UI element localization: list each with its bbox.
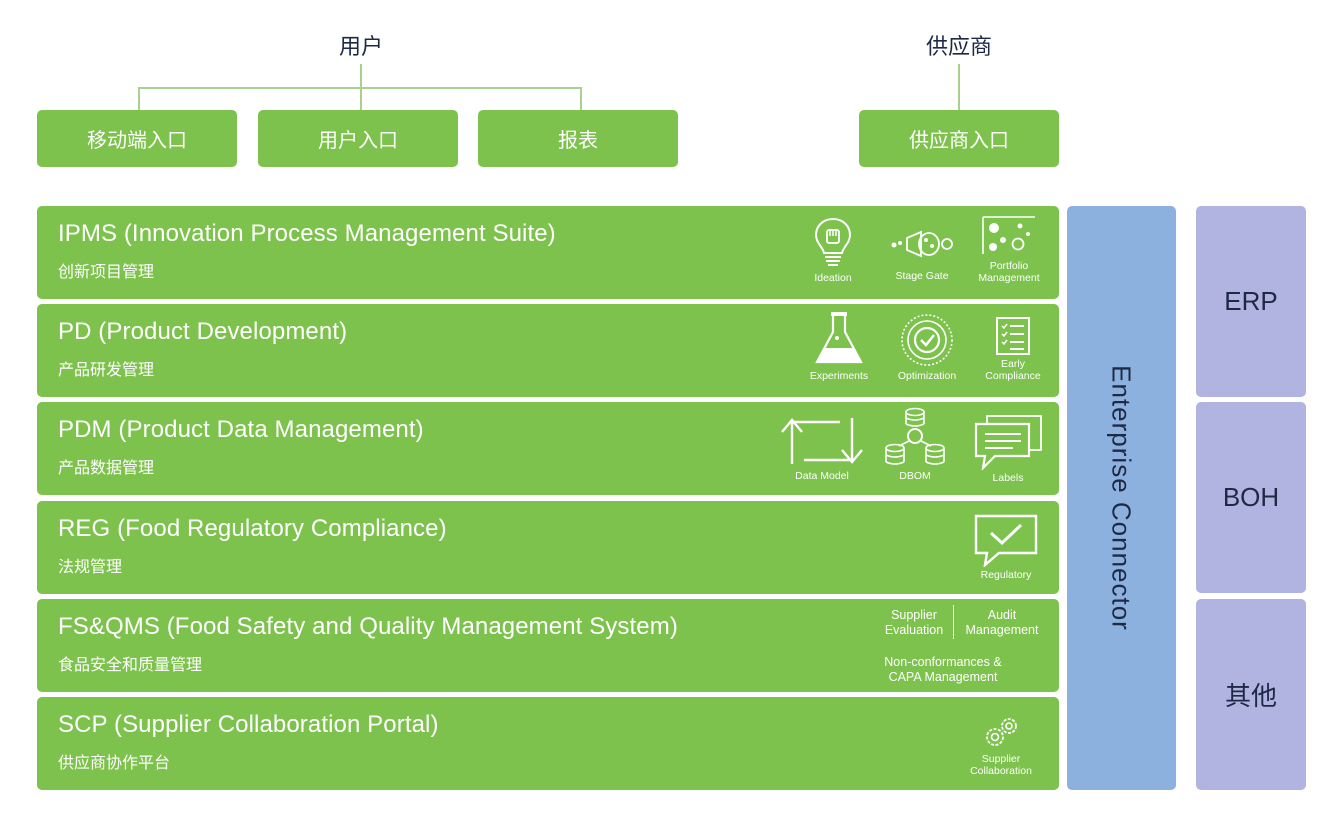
feature-audit-management: Audit Management bbox=[965, 608, 1039, 637]
module-subtitle: 供应商协作平台 bbox=[58, 755, 171, 772]
module-title: SCP (Supplier Collaboration Portal) bbox=[58, 711, 439, 738]
feature-divider bbox=[953, 605, 954, 639]
feature-ideation: Ideation bbox=[793, 216, 873, 284]
module-fsqms[interactable]: FS&QMS (Food Safety and Quality Manageme… bbox=[37, 599, 1059, 692]
target-check-icon bbox=[901, 314, 953, 366]
module-ipms[interactable]: IPMS (Innovation Process Management Suit… bbox=[37, 206, 1059, 299]
feature-supplier-collaboration: Supplier Collaboration bbox=[961, 715, 1041, 777]
feature-label: Stage Gate bbox=[895, 270, 949, 282]
speech-bubble-check-icon bbox=[974, 514, 1038, 567]
user-group-title: 用户 bbox=[338, 34, 383, 59]
module-reg[interactable]: REG (Food Regulatory Compliance) 法规管理 Re… bbox=[37, 501, 1059, 594]
database-stack-icon bbox=[885, 407, 945, 465]
checklist-icon bbox=[996, 317, 1030, 355]
feature-labels: Labels bbox=[968, 414, 1048, 484]
enterprise-connector[interactable]: Enterprise Connector bbox=[1067, 206, 1176, 790]
feature-label: Labels bbox=[992, 472, 1024, 484]
user-tree-leg-user bbox=[360, 87, 362, 110]
module-pd[interactable]: PD (Product Development) 产品研发管理 Experime… bbox=[37, 304, 1059, 397]
feature-stage-gate: Stage Gate bbox=[882, 224, 962, 282]
system-other[interactable]: 其他 bbox=[1196, 599, 1306, 790]
user-tree-leg-mobile bbox=[138, 87, 140, 110]
user-tree-stem bbox=[360, 64, 362, 88]
feature-label: Portfolio Management bbox=[978, 260, 1040, 284]
module-subtitle: 产品数据管理 bbox=[58, 460, 155, 477]
module-title: PD (Product Development) bbox=[58, 318, 348, 345]
portfolio-dots-icon bbox=[982, 216, 1035, 254]
connector-label: Enterprise Connector bbox=[1106, 365, 1137, 631]
feature-label: Ideation bbox=[814, 272, 852, 284]
stage-gate-icon bbox=[891, 230, 953, 258]
entry-user-button[interactable]: 用户入口 bbox=[258, 110, 458, 167]
module-scp[interactable]: SCP (Supplier Collaboration Portal) 供应商协… bbox=[37, 697, 1059, 790]
feature-label: DBOM bbox=[899, 470, 931, 482]
entry-supplier-button[interactable]: 供应商入口 bbox=[859, 110, 1059, 167]
module-subtitle: 产品研发管理 bbox=[58, 362, 155, 379]
feature-label: Optimization bbox=[897, 370, 957, 382]
feature-label: Data Model bbox=[795, 470, 849, 482]
system-erp[interactable]: ERP bbox=[1196, 206, 1306, 397]
module-title: PDM (Product Data Management) bbox=[58, 416, 424, 443]
lightbulb-fist-icon bbox=[814, 217, 852, 266]
feature-label: Early Compliance bbox=[985, 358, 1041, 382]
feature-portfolio: Portfolio Management bbox=[969, 214, 1049, 284]
entry-report-button[interactable]: 报表 bbox=[478, 110, 678, 167]
feature-label: Supplier Collaboration bbox=[970, 753, 1032, 777]
module-subtitle: 法规管理 bbox=[58, 559, 123, 576]
module-title: FS&QMS (Food Safety and Quality Manageme… bbox=[58, 613, 678, 640]
supplier-group-title: 供应商 bbox=[925, 34, 992, 59]
feature-early-compliance: Early Compliance bbox=[973, 316, 1053, 382]
cycle-arrows-icon bbox=[781, 418, 863, 464]
module-pdm[interactable]: PDM (Product Data Management) 产品数据管理 Dat… bbox=[37, 402, 1059, 495]
feature-label: Regulatory bbox=[980, 569, 1032, 581]
feature-optimization: Optimization bbox=[887, 312, 967, 382]
module-title: REG (Food Regulatory Compliance) bbox=[58, 515, 447, 542]
feature-supplier-evaluation: Supplier Evaluation bbox=[884, 608, 944, 637]
feature-data-model: Data Model bbox=[781, 414, 863, 482]
module-title: IPMS (Innovation Process Management Suit… bbox=[58, 220, 556, 247]
feature-experiments: Experiments bbox=[799, 310, 879, 382]
feature-label: Experiments bbox=[809, 370, 869, 382]
gears-icon bbox=[986, 718, 1017, 746]
feature-dbom: DBOM bbox=[875, 406, 955, 482]
module-subtitle: 食品安全和质量管理 bbox=[58, 657, 203, 674]
entry-mobile-button[interactable]: 移动端入口 bbox=[37, 110, 237, 167]
feature-regulatory: Regulatory bbox=[966, 513, 1046, 581]
user-tree-leg-report bbox=[580, 87, 582, 110]
module-subtitle: 创新项目管理 bbox=[58, 264, 155, 281]
system-boh[interactable]: BOH bbox=[1196, 402, 1306, 593]
speech-bubble-lines-icon bbox=[974, 415, 1042, 470]
flask-icon bbox=[815, 312, 863, 364]
feature-nonconformance-capa: Non-conformances & CAPA Management bbox=[884, 655, 1002, 684]
supplier-tree-stem bbox=[958, 64, 960, 110]
